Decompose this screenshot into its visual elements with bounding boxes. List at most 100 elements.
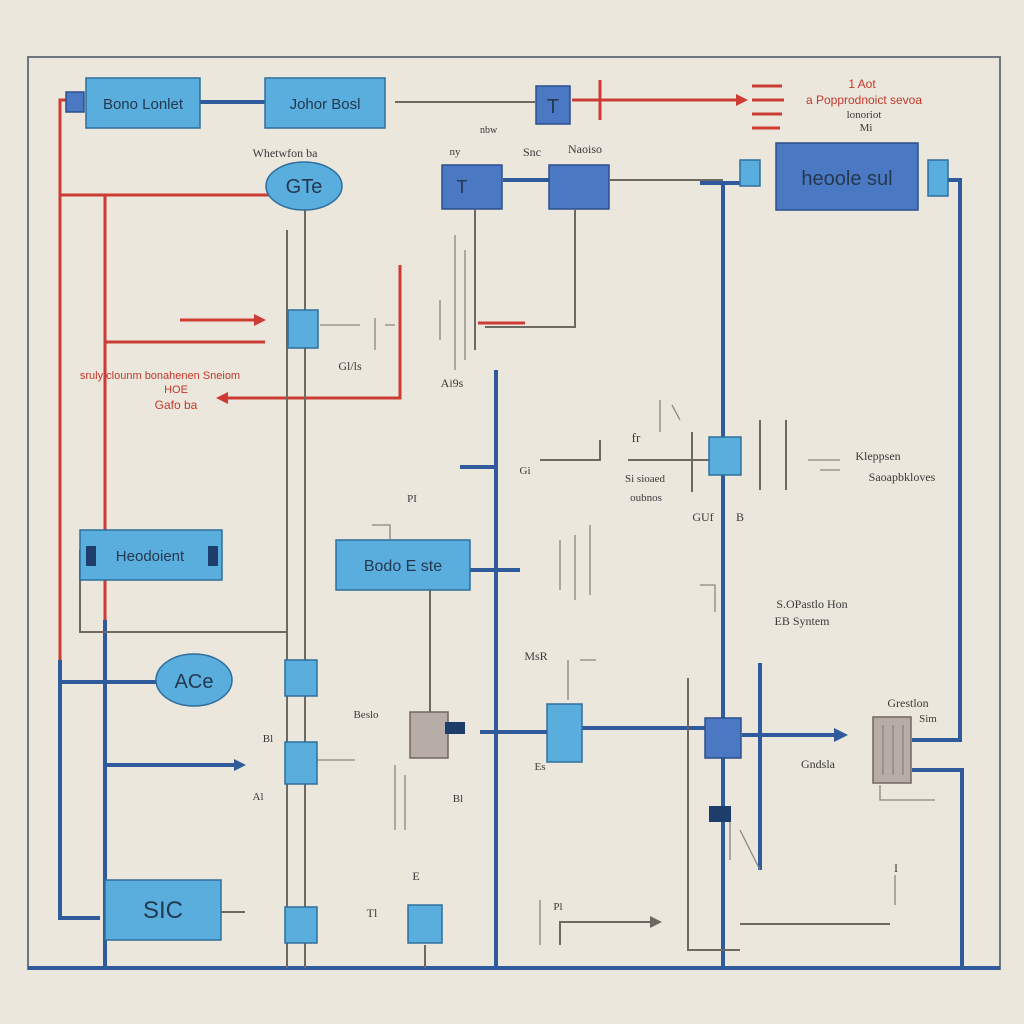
detail-line-2 bbox=[439, 235, 466, 370]
block-right-mid[interactable] bbox=[708, 436, 742, 476]
label-red-top-2: a Popprodnoict sevoa bbox=[806, 93, 922, 107]
label-fit: fr bbox=[632, 430, 641, 445]
detail-line-9 bbox=[879, 785, 935, 801]
label-esi: Es bbox=[535, 761, 546, 773]
connector-top-right-l[interactable] bbox=[739, 159, 761, 187]
label-snnc: Snc bbox=[523, 145, 541, 159]
block-right-low-cap bbox=[709, 806, 731, 822]
block-left-mid[interactable] bbox=[79, 529, 223, 581]
detail-lines bbox=[310, 235, 935, 945]
detail-line-12 bbox=[700, 584, 716, 612]
block-left-col-3[interactable] bbox=[284, 741, 318, 785]
label-gnds: Gndsla bbox=[801, 757, 836, 771]
gray-wire-right-loop bbox=[687, 678, 740, 951]
component-greston-stripes bbox=[882, 725, 904, 775]
label-ny: ny bbox=[450, 146, 462, 158]
block-bottom-left-label: SIC bbox=[143, 897, 183, 924]
block-left-mid-label: Heodoient bbox=[116, 548, 185, 565]
block-right-low[interactable] bbox=[704, 717, 742, 759]
detail-line-10 bbox=[372, 524, 391, 540]
block-left-col-2[interactable] bbox=[284, 659, 318, 697]
component-gray-pin bbox=[445, 722, 465, 734]
detail-line-14 bbox=[659, 400, 681, 432]
block-left-col-1[interactable] bbox=[287, 309, 319, 349]
block-bottom-left[interactable] bbox=[104, 879, 222, 941]
bubble-ace-label: ACe bbox=[175, 671, 214, 693]
red-arrow-top bbox=[736, 94, 748, 106]
label-red-top-1: 1 Aot bbox=[848, 77, 876, 91]
label-red-left-2: HOE bbox=[164, 384, 188, 396]
block-center-right[interactable] bbox=[546, 703, 583, 763]
label-msb: MsR bbox=[524, 649, 547, 663]
label-pb: PI bbox=[407, 493, 417, 505]
label-gi: Gi bbox=[520, 465, 531, 477]
gray-wire-vert-b bbox=[485, 210, 576, 328]
block-small-ta-label: T bbox=[547, 96, 559, 118]
block-row2-a[interactable] bbox=[441, 164, 503, 210]
red-arrow-left bbox=[216, 392, 228, 404]
label-red-top-4: Mi bbox=[860, 122, 873, 134]
label-red-left-1: sruly clounm bonahenen Sneiom bbox=[80, 370, 240, 382]
label-ai: Al bbox=[253, 791, 264, 803]
red-wire-loop bbox=[228, 265, 402, 400]
label-i: I bbox=[894, 861, 898, 875]
gray-arrow-bottom bbox=[650, 916, 662, 928]
block-left-col-4[interactable] bbox=[284, 906, 318, 944]
blue-wires bbox=[28, 100, 1000, 970]
blue-wire-left-loop bbox=[58, 660, 100, 920]
block-small-ta[interactable] bbox=[535, 85, 571, 125]
label-red-top-3: lonoriot bbox=[847, 109, 882, 121]
blocks: Bono Lonlet Johor Bosl T heoole sul T GT… bbox=[65, 77, 949, 944]
connector-top-right-r[interactable] bbox=[927, 159, 949, 197]
block-left-mid-pin-l bbox=[86, 546, 96, 566]
block-left-mid-pin-r bbox=[208, 546, 218, 566]
gray-wires bbox=[79, 101, 890, 968]
block-top-right-label: heoole sul bbox=[801, 168, 892, 190]
component-gray-center[interactable] bbox=[409, 711, 449, 759]
detail-line-8 bbox=[729, 810, 761, 871]
red-arrow-inlet bbox=[254, 314, 266, 326]
gray-wire-mid-h1 bbox=[540, 440, 601, 461]
block-row2-a-label: T bbox=[457, 177, 468, 197]
gray-wire-bottom-arrow bbox=[559, 921, 652, 945]
block-mid-center-label: Bodo E ste bbox=[364, 558, 442, 575]
detail-line-1 bbox=[320, 318, 395, 350]
label-gre: Grestlon bbox=[887, 696, 928, 710]
label-bl: Bl bbox=[263, 733, 273, 745]
label-ti: Tl bbox=[367, 906, 378, 920]
label-naoiso: Naoiso bbox=[568, 142, 602, 156]
label-e: E bbox=[412, 869, 419, 883]
connector-top-left[interactable] bbox=[65, 91, 85, 113]
block-row2-b[interactable] bbox=[548, 164, 610, 210]
bubble-gte-label: GTe bbox=[286, 176, 323, 198]
label-aitb: Ai9s bbox=[441, 376, 464, 390]
bubble-ace[interactable] bbox=[155, 653, 233, 707]
blue-wire-far-right2 bbox=[912, 768, 964, 968]
blue-arrow-right bbox=[834, 728, 848, 742]
component-greston[interactable] bbox=[872, 716, 912, 784]
detail-line-5 bbox=[567, 659, 596, 700]
blue-wire-far-right bbox=[912, 178, 962, 742]
blue-arrow-left bbox=[234, 759, 246, 771]
label-kiepson: Kleppsen bbox=[855, 449, 900, 463]
label-gu: GUf bbox=[692, 510, 713, 524]
block-mid-center[interactable] bbox=[335, 539, 471, 591]
label-ebsyn: EB Syntem bbox=[774, 614, 830, 628]
block-top-left[interactable] bbox=[85, 77, 201, 129]
label-sprastlo: S.OPastlo Hon bbox=[776, 597, 847, 611]
block-top-second[interactable] bbox=[264, 77, 386, 129]
label-gfis: Gl/ls bbox=[338, 359, 362, 373]
label-red-left-3: Gafo ba bbox=[155, 398, 198, 412]
block-top-right[interactable] bbox=[775, 142, 919, 211]
label-beslo: Beslo bbox=[353, 709, 379, 721]
block-top-left-label: Bono Lonlet bbox=[103, 96, 184, 113]
detail-line-6 bbox=[394, 765, 406, 830]
label-pi: Pl bbox=[553, 901, 562, 913]
label-nbw: nbw bbox=[480, 125, 498, 136]
label-oubnos: oubnos bbox=[630, 492, 662, 504]
detail-line-3 bbox=[559, 525, 591, 600]
bubble-gte[interactable] bbox=[265, 161, 343, 211]
label-whether: Whetwfon ba bbox=[253, 146, 319, 160]
block-bottom-center[interactable] bbox=[407, 904, 443, 944]
